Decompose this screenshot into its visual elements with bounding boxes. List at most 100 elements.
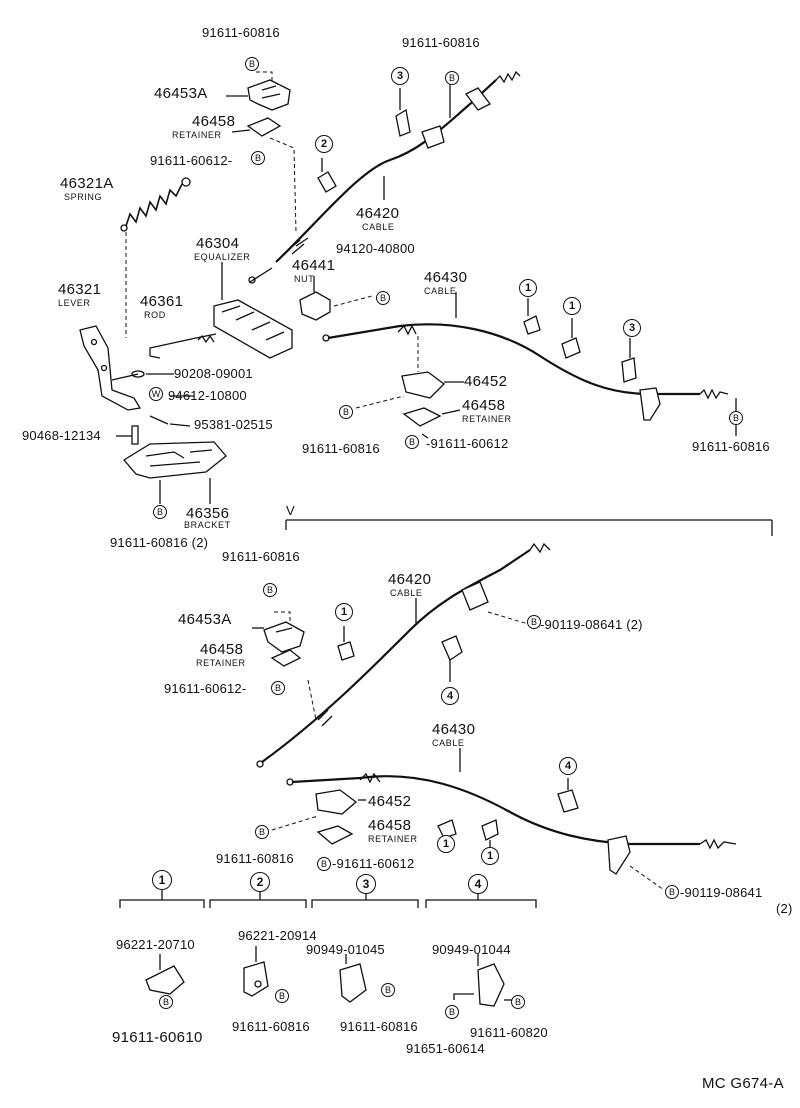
label-90949-01044: 90949-01044 [432, 942, 511, 957]
label-retainer: RETAINER [172, 130, 222, 140]
clip-number-1: 1 [481, 847, 499, 865]
label-94120-40800: 94120-40800 [336, 241, 415, 256]
bolt-marker-b: B [159, 995, 173, 1009]
label-91611-60610: 91611-60610 [112, 1029, 203, 1046]
spring-46321a [125, 183, 183, 227]
section-a [79, 71, 297, 504]
label-bracket: BRACKET [184, 520, 231, 530]
cable-46430-upper [327, 323, 700, 396]
label-91611-60612: -91611-60612 [426, 436, 509, 451]
label-90119-08641: -90119-08641 [680, 885, 763, 900]
bracket-46452-lower [315, 789, 358, 815]
label-46458: 46458 [200, 641, 244, 658]
bolt-marker-b: B [245, 57, 259, 71]
clip-90949-01045 [339, 963, 367, 1003]
label-94612-10800: 94612-10800 [168, 388, 247, 403]
label-91611-60820: 91611-60820 [470, 1025, 548, 1040]
label-46321a: 46321A [60, 175, 114, 192]
retainer-46458-upper [402, 407, 442, 427]
label-96221-20710: 96221-20710 [116, 937, 195, 952]
label-cable: CABLE [390, 588, 423, 598]
bracket-46452-upper [401, 371, 445, 399]
label-46430: 46430 [432, 721, 476, 738]
washer-marker-w: W [149, 387, 163, 401]
bolt-marker-b: B [255, 825, 269, 839]
bolt-marker-b: B [271, 681, 285, 695]
clip-number-3: 3 [623, 319, 641, 337]
label-46420: 46420 [388, 571, 432, 588]
label-96221-20914: 96221-20914 [238, 928, 317, 943]
label-91611-60816: 91611-60816 [302, 441, 380, 456]
label-46458: 46458 [192, 113, 236, 130]
bolt-marker-b: B [317, 857, 331, 871]
label-91611-60816: 91611-60816 [216, 851, 294, 866]
clip-number-1: 1 [563, 297, 581, 315]
bolt-marker-b: B [376, 291, 390, 305]
bolt-marker-b: B [251, 151, 265, 165]
section-c [252, 542, 737, 891]
label-90468-12134: 90468-12134 [22, 428, 101, 443]
retainer-46458-c [270, 649, 302, 667]
label-lever: LEVER [58, 298, 91, 308]
clip-number-1: 1 [437, 835, 455, 853]
label-46452: 46452 [368, 793, 412, 810]
label-cable: CABLE [432, 738, 465, 748]
clip-number-3: 3 [356, 874, 376, 894]
label-spring: SPRING [64, 192, 103, 202]
bolt-marker-b: B [263, 583, 277, 597]
label-46356: 46356 [186, 505, 230, 522]
clip-96221-20914 [243, 961, 269, 997]
label-46458: 46458 [462, 397, 506, 414]
label-46321: 46321 [58, 281, 102, 298]
bolt-marker-b: B [527, 615, 541, 629]
label-90208-09001: 90208-09001 [174, 366, 253, 381]
label-retainer: RETAINER [196, 658, 246, 668]
label-46361: 46361 [140, 293, 184, 310]
label-46430: 46430 [424, 269, 468, 286]
nut-46441 [299, 291, 331, 321]
cable-46430-lower [291, 775, 700, 846]
bolt-marker-b: B [381, 983, 395, 997]
clip-number-4: 4 [441, 687, 459, 705]
label-cable: CABLE [362, 222, 395, 232]
clip-number-1: 1 [519, 279, 537, 297]
label-equalizer: EQUALIZER [194, 252, 251, 262]
label-cable: CABLE [424, 286, 457, 296]
retainer-46458-a [246, 117, 282, 137]
bolt-marker-b: B [275, 989, 289, 1003]
label-91611-60816: 91611-60816 [402, 35, 480, 50]
clip-96221-20710 [145, 965, 185, 995]
clip-number-3: 3 [391, 67, 409, 85]
label-90119-08641: -90119-08641 (2) [540, 617, 643, 632]
label-91611-60612: 91611-60612- [150, 153, 233, 168]
clip-number-1: 1 [152, 870, 172, 890]
label-46441: 46441 [292, 257, 336, 274]
bolt-marker-b: B [445, 1005, 459, 1019]
clip-90949-01044 [477, 963, 505, 1007]
label-95381-02515: 95381-02515 [194, 417, 273, 432]
label-46453a: 46453A [178, 611, 232, 628]
label-46420: 46420 [356, 205, 400, 222]
label-91611-60816: 91611-60816 [232, 1019, 310, 1034]
bolt-marker-b: B [511, 995, 525, 1009]
lever-46321 [79, 325, 142, 411]
clip-number-2: 2 [250, 872, 270, 892]
bolt-marker-b: B [665, 885, 679, 899]
retainer-46458-lower [316, 825, 354, 845]
section-v-frame [285, 519, 773, 536]
clip-number-4: 4 [468, 874, 488, 894]
clip-number-1: 1 [335, 603, 353, 621]
label-91611-60816: 91611-60816 [692, 439, 770, 454]
label-91651-60614: 91651-60614 [406, 1041, 485, 1056]
label-46304: 46304 [196, 235, 240, 252]
bolt-marker-b: B [153, 505, 167, 519]
bolt-marker-b: B [729, 411, 743, 425]
label-46452: 46452 [464, 373, 508, 390]
label-91611-60816-2: 91611-60816 (2) [110, 535, 209, 550]
bracket-46356 [123, 441, 227, 479]
label-rod: ROD [144, 310, 166, 320]
footer-code: MC G674-A [702, 1075, 784, 1092]
label-46453a: 46453A [154, 85, 208, 102]
label-qty-2: (2) [776, 901, 793, 916]
